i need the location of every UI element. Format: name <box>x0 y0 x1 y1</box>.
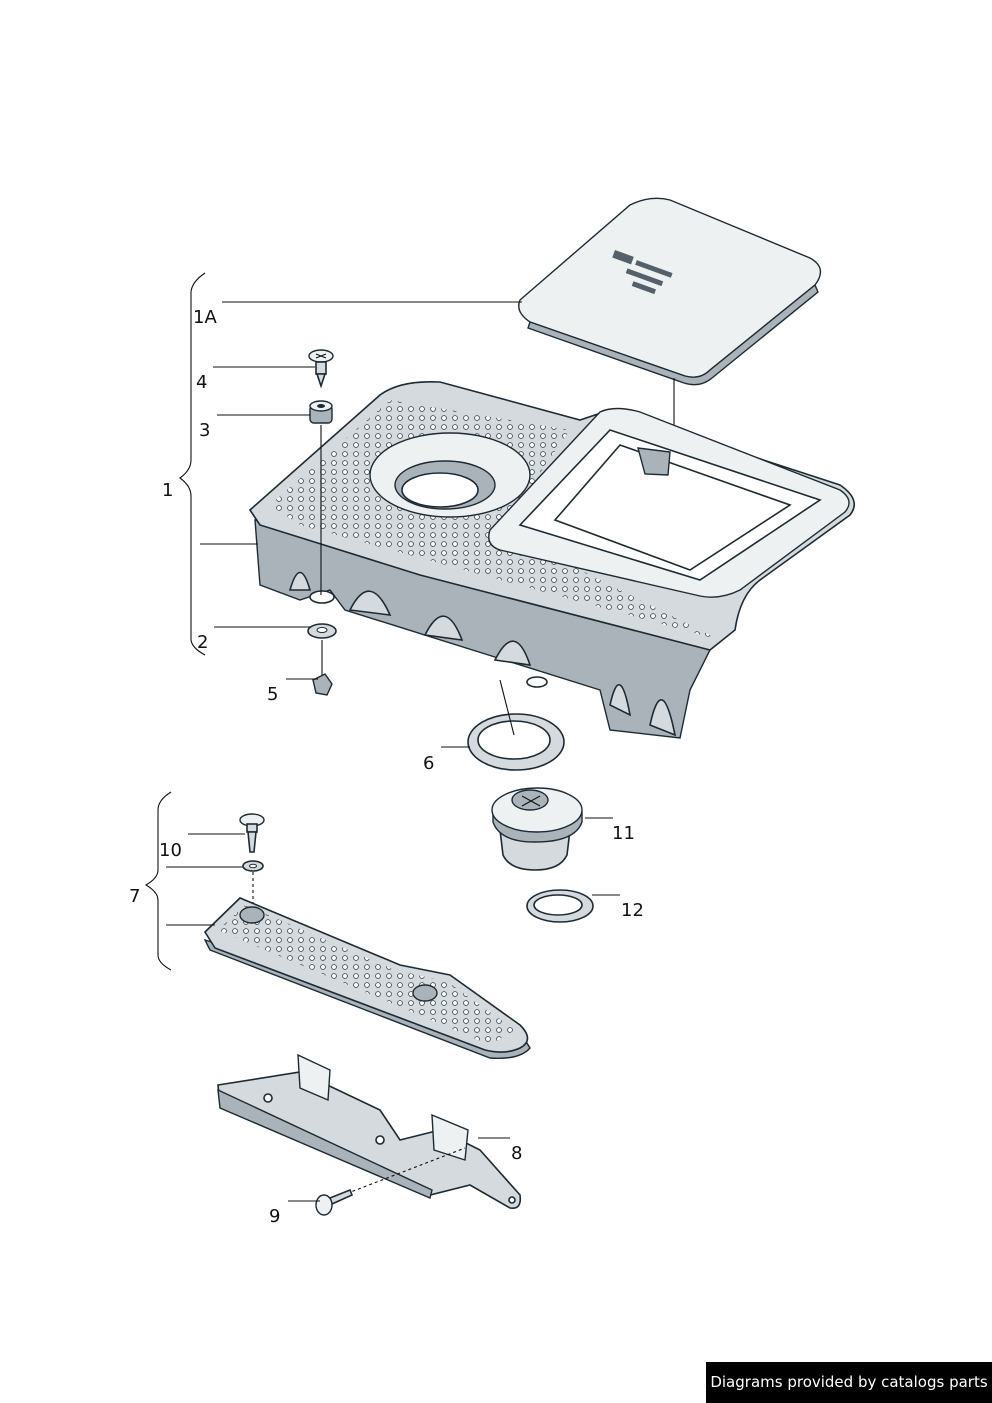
part-8-bracket <box>217 1053 522 1210</box>
callout-9: 9 <box>269 1206 280 1227</box>
callout-4: 4 <box>196 372 207 393</box>
part-3-grommet <box>309 400 333 424</box>
callout-1a: 1A <box>193 307 217 328</box>
part-4-screw <box>308 349 334 389</box>
group-7-brace <box>144 791 172 971</box>
part-7-cover-panel <box>203 897 531 1059</box>
callout-lines <box>144 272 620 1202</box>
part-1a-cover-plate <box>518 197 822 386</box>
callout-3: 3 <box>199 420 210 441</box>
part-10-screw <box>239 813 265 872</box>
group-1-brace <box>179 272 206 656</box>
callout-12: 12 <box>621 900 644 921</box>
callout-1: 1 <box>162 480 173 501</box>
part-12-washer <box>526 889 594 923</box>
part-2-washer <box>307 623 337 639</box>
callout-6: 6 <box>423 753 434 774</box>
part-9-screw <box>315 1188 354 1216</box>
part-6-seal-ring <box>467 713 565 771</box>
assembly-line <box>499 679 515 736</box>
callout-7: 7 <box>129 886 140 907</box>
callout-10: 10 <box>159 840 182 861</box>
footer-credit: Diagrams provided by catalogs parts <box>706 1362 992 1403</box>
callout-2: 2 <box>197 632 208 653</box>
callout-11: 11 <box>612 823 635 844</box>
part-5-clip-nut <box>312 673 333 696</box>
callout-8: 8 <box>511 1143 522 1164</box>
part-1-engine-cover <box>248 380 856 739</box>
part-11-rubber-mount <box>491 787 583 871</box>
assembly-line <box>329 1147 466 1201</box>
seat-logo <box>612 250 673 295</box>
callout-5: 5 <box>267 684 278 705</box>
